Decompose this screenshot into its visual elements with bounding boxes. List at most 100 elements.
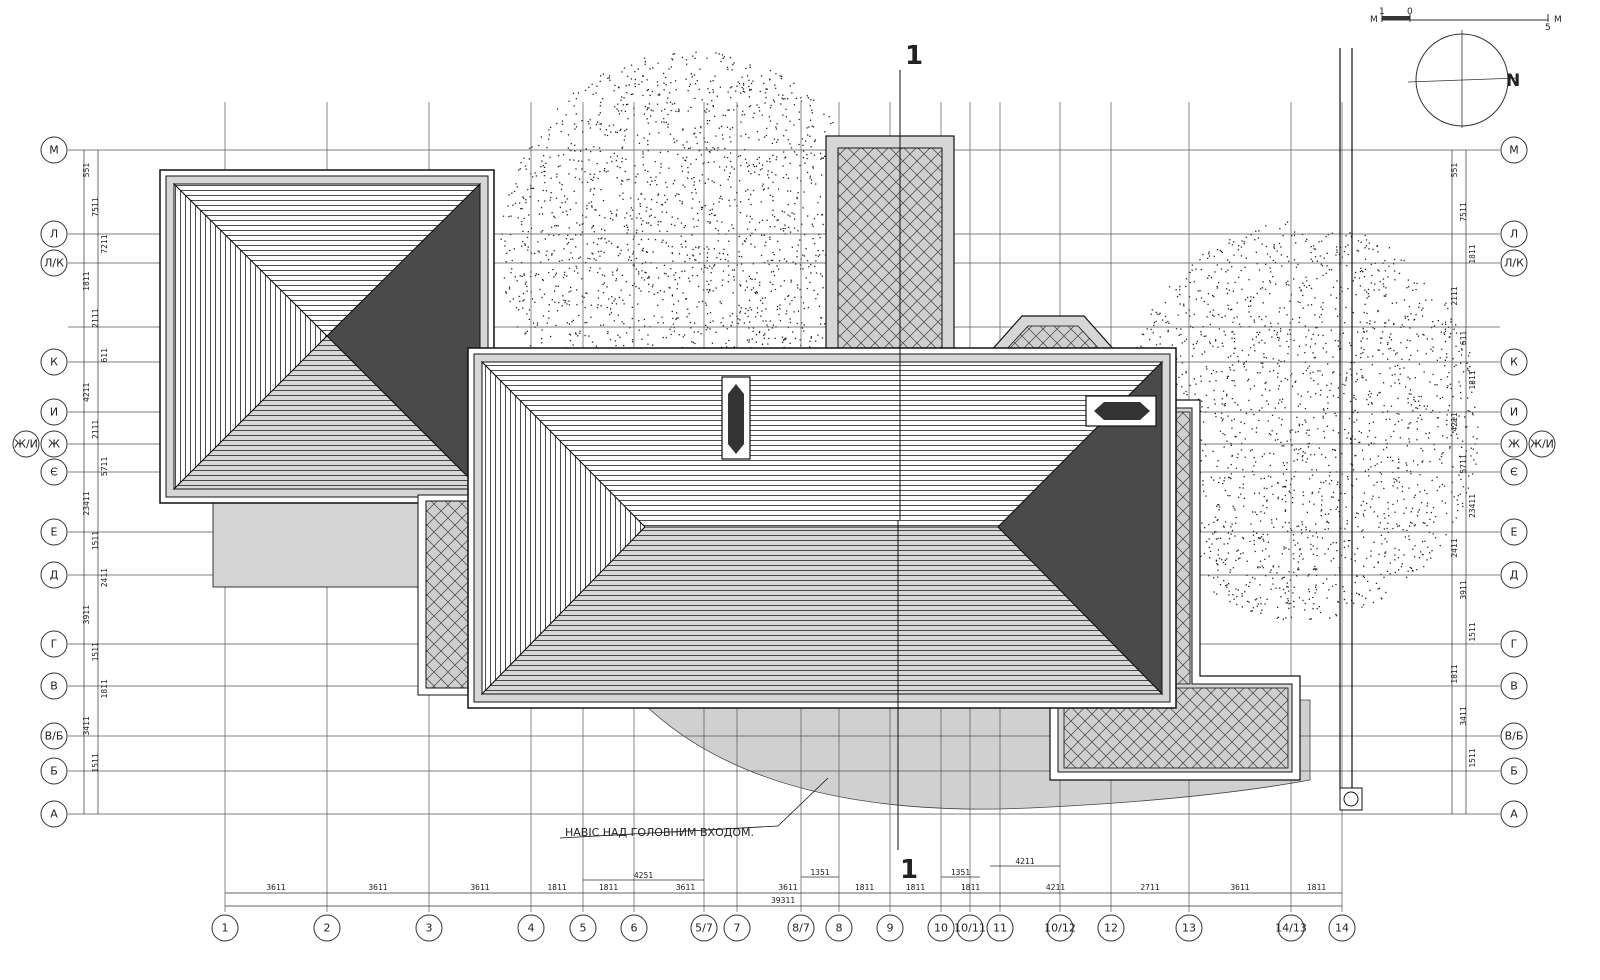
- column-axis-bubble: 1: [211, 914, 239, 942]
- tree-dot: [558, 301, 560, 304]
- dimension-value: 4211: [1450, 412, 1459, 431]
- tree-dot: [669, 328, 671, 330]
- tree-dot: [771, 171, 773, 173]
- tree-dot: [1292, 497, 1294, 499]
- tree-dot: [1353, 421, 1355, 423]
- tree-dot: [1407, 319, 1410, 321]
- tree-dot: [1366, 322, 1368, 324]
- tree-dot: [648, 133, 651, 135]
- tree-dot: [705, 147, 708, 149]
- tree-dot: [809, 177, 811, 179]
- tree-dot: [641, 277, 643, 279]
- tree-dot: [1335, 583, 1337, 586]
- tree-dot: [721, 221, 723, 223]
- tree-dot: [1283, 548, 1285, 550]
- tree-dot: [1349, 342, 1351, 344]
- tree-dot: [690, 73, 692, 75]
- tree-dot: [1272, 565, 1274, 567]
- tree-dot: [756, 104, 758, 106]
- tree-dot: [1235, 467, 1238, 469]
- dimension-value: 4211: [1046, 883, 1065, 892]
- tree-dot: [619, 252, 621, 255]
- tree-dot: [584, 89, 587, 92]
- tree-dot: [623, 303, 625, 305]
- tree-dot: [1441, 462, 1443, 464]
- tree-dot: [1314, 592, 1316, 594]
- tree-dot: [530, 227, 533, 229]
- tree-dot: [626, 224, 628, 226]
- tree-dot: [1373, 511, 1375, 513]
- tree-dot: [1261, 455, 1263, 458]
- row-axis-bubble: Л: [1500, 220, 1528, 248]
- tree-dot: [819, 152, 822, 154]
- tree-dot: [1317, 334, 1319, 336]
- scale-label-left: M: [1370, 15, 1378, 25]
- tree-dot: [707, 178, 709, 180]
- tree-dot: [1304, 325, 1306, 327]
- tree-dot: [565, 210, 568, 212]
- tree-dot: [745, 190, 747, 192]
- tree-dot: [1262, 366, 1264, 368]
- tree-dot: [774, 225, 776, 228]
- column-axis-label: 5/7: [695, 922, 713, 935]
- tree-dot: [1299, 403, 1301, 405]
- tree-dot: [710, 272, 712, 274]
- tree-dot: [688, 85, 691, 87]
- tree-dot: [1225, 288, 1228, 290]
- tree-dot: [511, 192, 513, 194]
- tree-dot: [663, 264, 666, 266]
- tree-dot: [789, 303, 791, 305]
- tree-dot: [1229, 495, 1231, 497]
- tree-dot: [1353, 469, 1355, 471]
- row-axis-label: Б: [1510, 765, 1518, 778]
- tree-dot: [1383, 513, 1385, 515]
- tree-dot: [1183, 303, 1185, 305]
- tree-dot: [1278, 242, 1281, 245]
- tree-dot: [1165, 321, 1167, 324]
- tree-dot: [1354, 438, 1356, 440]
- canopy-leader: НАВІС НАД ГОЛОВНИМ ВХОДОМ.: [559, 777, 829, 839]
- tree-dot: [614, 298, 616, 300]
- tree-dot: [1415, 314, 1417, 316]
- tree-dot: [650, 208, 652, 210]
- tree-dot: [1265, 263, 1267, 265]
- tree-dot: [726, 66, 729, 68]
- tree-dot: [1415, 407, 1417, 409]
- tree-dot: [1331, 269, 1333, 271]
- tree-dot: [1336, 483, 1338, 486]
- tree-dot: [693, 331, 695, 333]
- tree-dot: [1298, 449, 1300, 451]
- tree-dot: [1447, 385, 1449, 387]
- tree-dot: [1348, 540, 1350, 542]
- tree-dot: [1258, 537, 1261, 539]
- tree-dot: [522, 292, 525, 295]
- tree-dot: [768, 263, 770, 266]
- tree-dot: [1337, 396, 1339, 399]
- tree-dot: [1438, 486, 1441, 488]
- tree-dot: [1426, 493, 1428, 495]
- tree-dot: [622, 192, 624, 194]
- tree-dot: [1298, 569, 1300, 571]
- tree-dot: [665, 211, 668, 213]
- tree-dot: [624, 130, 626, 132]
- tree-dot: [703, 264, 706, 267]
- tree-dot: [663, 82, 665, 84]
- tree-dot: [1453, 420, 1455, 422]
- tree-dot: [806, 287, 808, 290]
- tree-dot: [1344, 556, 1346, 559]
- tree-dot: [759, 284, 761, 286]
- tree-dot: [1381, 337, 1383, 339]
- tree-dot: [564, 201, 566, 203]
- tree-dot: [508, 286, 511, 288]
- tree-dot: [663, 121, 665, 123]
- tree-dot: [1231, 331, 1233, 333]
- tree-dot: [740, 263, 743, 265]
- tree-dot: [722, 279, 724, 281]
- tree-dot: [1216, 285, 1218, 288]
- tree-dot: [810, 263, 812, 266]
- row-axis-label: Е: [1511, 526, 1518, 539]
- row-axis-bubble: Ж: [1500, 430, 1528, 458]
- tree-dot: [752, 80, 754, 82]
- tree-dot: [1224, 563, 1227, 566]
- tree-dot: [799, 164, 801, 167]
